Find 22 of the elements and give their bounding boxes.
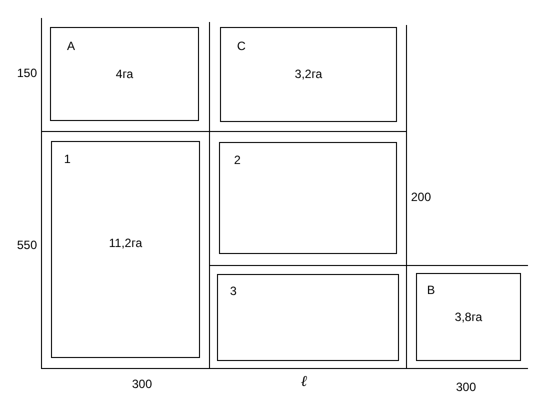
land-plot bbox=[50, 27, 199, 121]
dimension-label: ℓ bbox=[301, 375, 308, 389]
dimension-label: 200 bbox=[411, 190, 432, 204]
area-label: 3,2га bbox=[294, 67, 322, 81]
area-label: 3,8га bbox=[454, 310, 482, 324]
dimension-label: 550 bbox=[17, 238, 38, 252]
dimension-label: 150 bbox=[17, 66, 38, 80]
land-plot bbox=[217, 274, 399, 361]
plot-label: A bbox=[67, 39, 76, 53]
plot-label: 2 bbox=[234, 153, 241, 167]
plot-label: C bbox=[237, 39, 246, 53]
land-plot bbox=[219, 142, 397, 254]
plot-label: 1 bbox=[64, 152, 71, 166]
land-plot bbox=[51, 141, 200, 358]
dimension-label: 300 bbox=[132, 377, 152, 391]
plot-label: 3 bbox=[230, 284, 237, 298]
area-label: 4га bbox=[116, 67, 134, 81]
land-plot bbox=[416, 273, 521, 361]
area-label: 11,2га bbox=[108, 236, 142, 250]
plot-label: B bbox=[427, 283, 436, 297]
land-plot bbox=[220, 27, 397, 122]
dimension-label: 300 bbox=[456, 380, 476, 394]
